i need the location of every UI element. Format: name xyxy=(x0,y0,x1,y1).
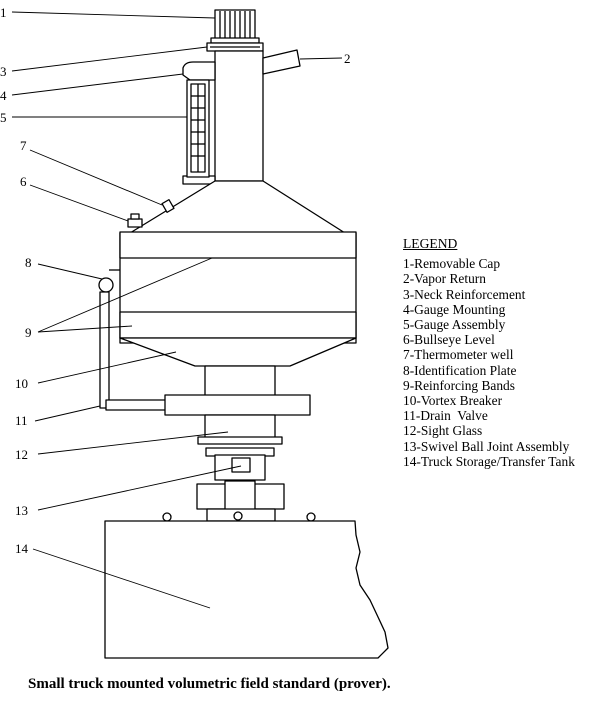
legend-item: 5-Gauge Assembly xyxy=(403,317,506,333)
legend: LEGEND 1-Removable Cap 2-Vapor Return 3-… xyxy=(403,236,575,469)
gauge-mounting xyxy=(182,61,216,185)
upper-cone xyxy=(129,180,346,234)
callout-8: 8 xyxy=(25,255,32,270)
callout-6: 6 xyxy=(20,174,27,189)
bullseye-level xyxy=(127,213,143,228)
leader-lines xyxy=(11,11,343,609)
reinforcing-band-upper xyxy=(119,231,357,259)
legend-item: 9-Reinforcing Bands xyxy=(403,377,515,393)
vapor-return xyxy=(262,49,301,75)
callout-12: 12 xyxy=(15,447,28,462)
lower-cone xyxy=(119,337,357,367)
callout-3: 3 xyxy=(0,64,7,79)
neck-reinforcement xyxy=(206,42,264,52)
legend-item: 10-Vortex Breaker xyxy=(403,393,503,409)
truck-tank xyxy=(104,520,389,659)
mounting-bolts xyxy=(162,511,316,522)
callout-11: 11 xyxy=(15,413,28,428)
reinforcing-band-lower xyxy=(119,311,357,339)
sight-glass xyxy=(197,414,283,457)
legend-item: 6-Bullseye Level xyxy=(403,332,495,348)
swivel-ball-joint xyxy=(196,454,285,522)
callout-1: 1 xyxy=(0,5,7,20)
figure-caption: Small truck mounted volumetric field sta… xyxy=(28,676,391,692)
legend-item: 11-Drain Valve xyxy=(403,408,488,424)
callout-9: 9 xyxy=(25,325,32,340)
callout-14: 14 xyxy=(15,541,28,556)
legend-item: 4-Gauge Mounting xyxy=(403,301,506,317)
callout-13: 13 xyxy=(15,503,28,518)
legend-item: 8-Identification Plate xyxy=(403,362,517,378)
legend-item: 7-Thermometer well xyxy=(403,347,514,363)
callout-10: 10 xyxy=(15,376,28,391)
legend-item: 3-Neck Reinforcement xyxy=(403,286,526,302)
callout-2: 2 xyxy=(344,51,351,66)
legend-item: 14-Truck Storage/Transfer Tank xyxy=(403,453,575,469)
callout-5: 5 xyxy=(0,110,7,125)
legend-title: LEGEND xyxy=(403,236,458,251)
legend-item: 12-Sight Glass xyxy=(403,423,483,439)
removable-cap xyxy=(210,9,260,44)
legend-item: 1-Removable Cap xyxy=(403,256,501,272)
legend-item: 2-Vapor Return xyxy=(403,271,486,287)
neck xyxy=(214,50,264,182)
callout-7: 7 xyxy=(20,138,27,153)
callout-4: 4 xyxy=(0,88,7,103)
gauge-assembly xyxy=(186,79,210,178)
thermometer-well xyxy=(161,199,175,213)
identification-plate xyxy=(98,269,120,293)
vortex-breaker xyxy=(164,365,311,416)
legend-item: 13-Swivel Ball Joint Assembly xyxy=(403,438,570,454)
